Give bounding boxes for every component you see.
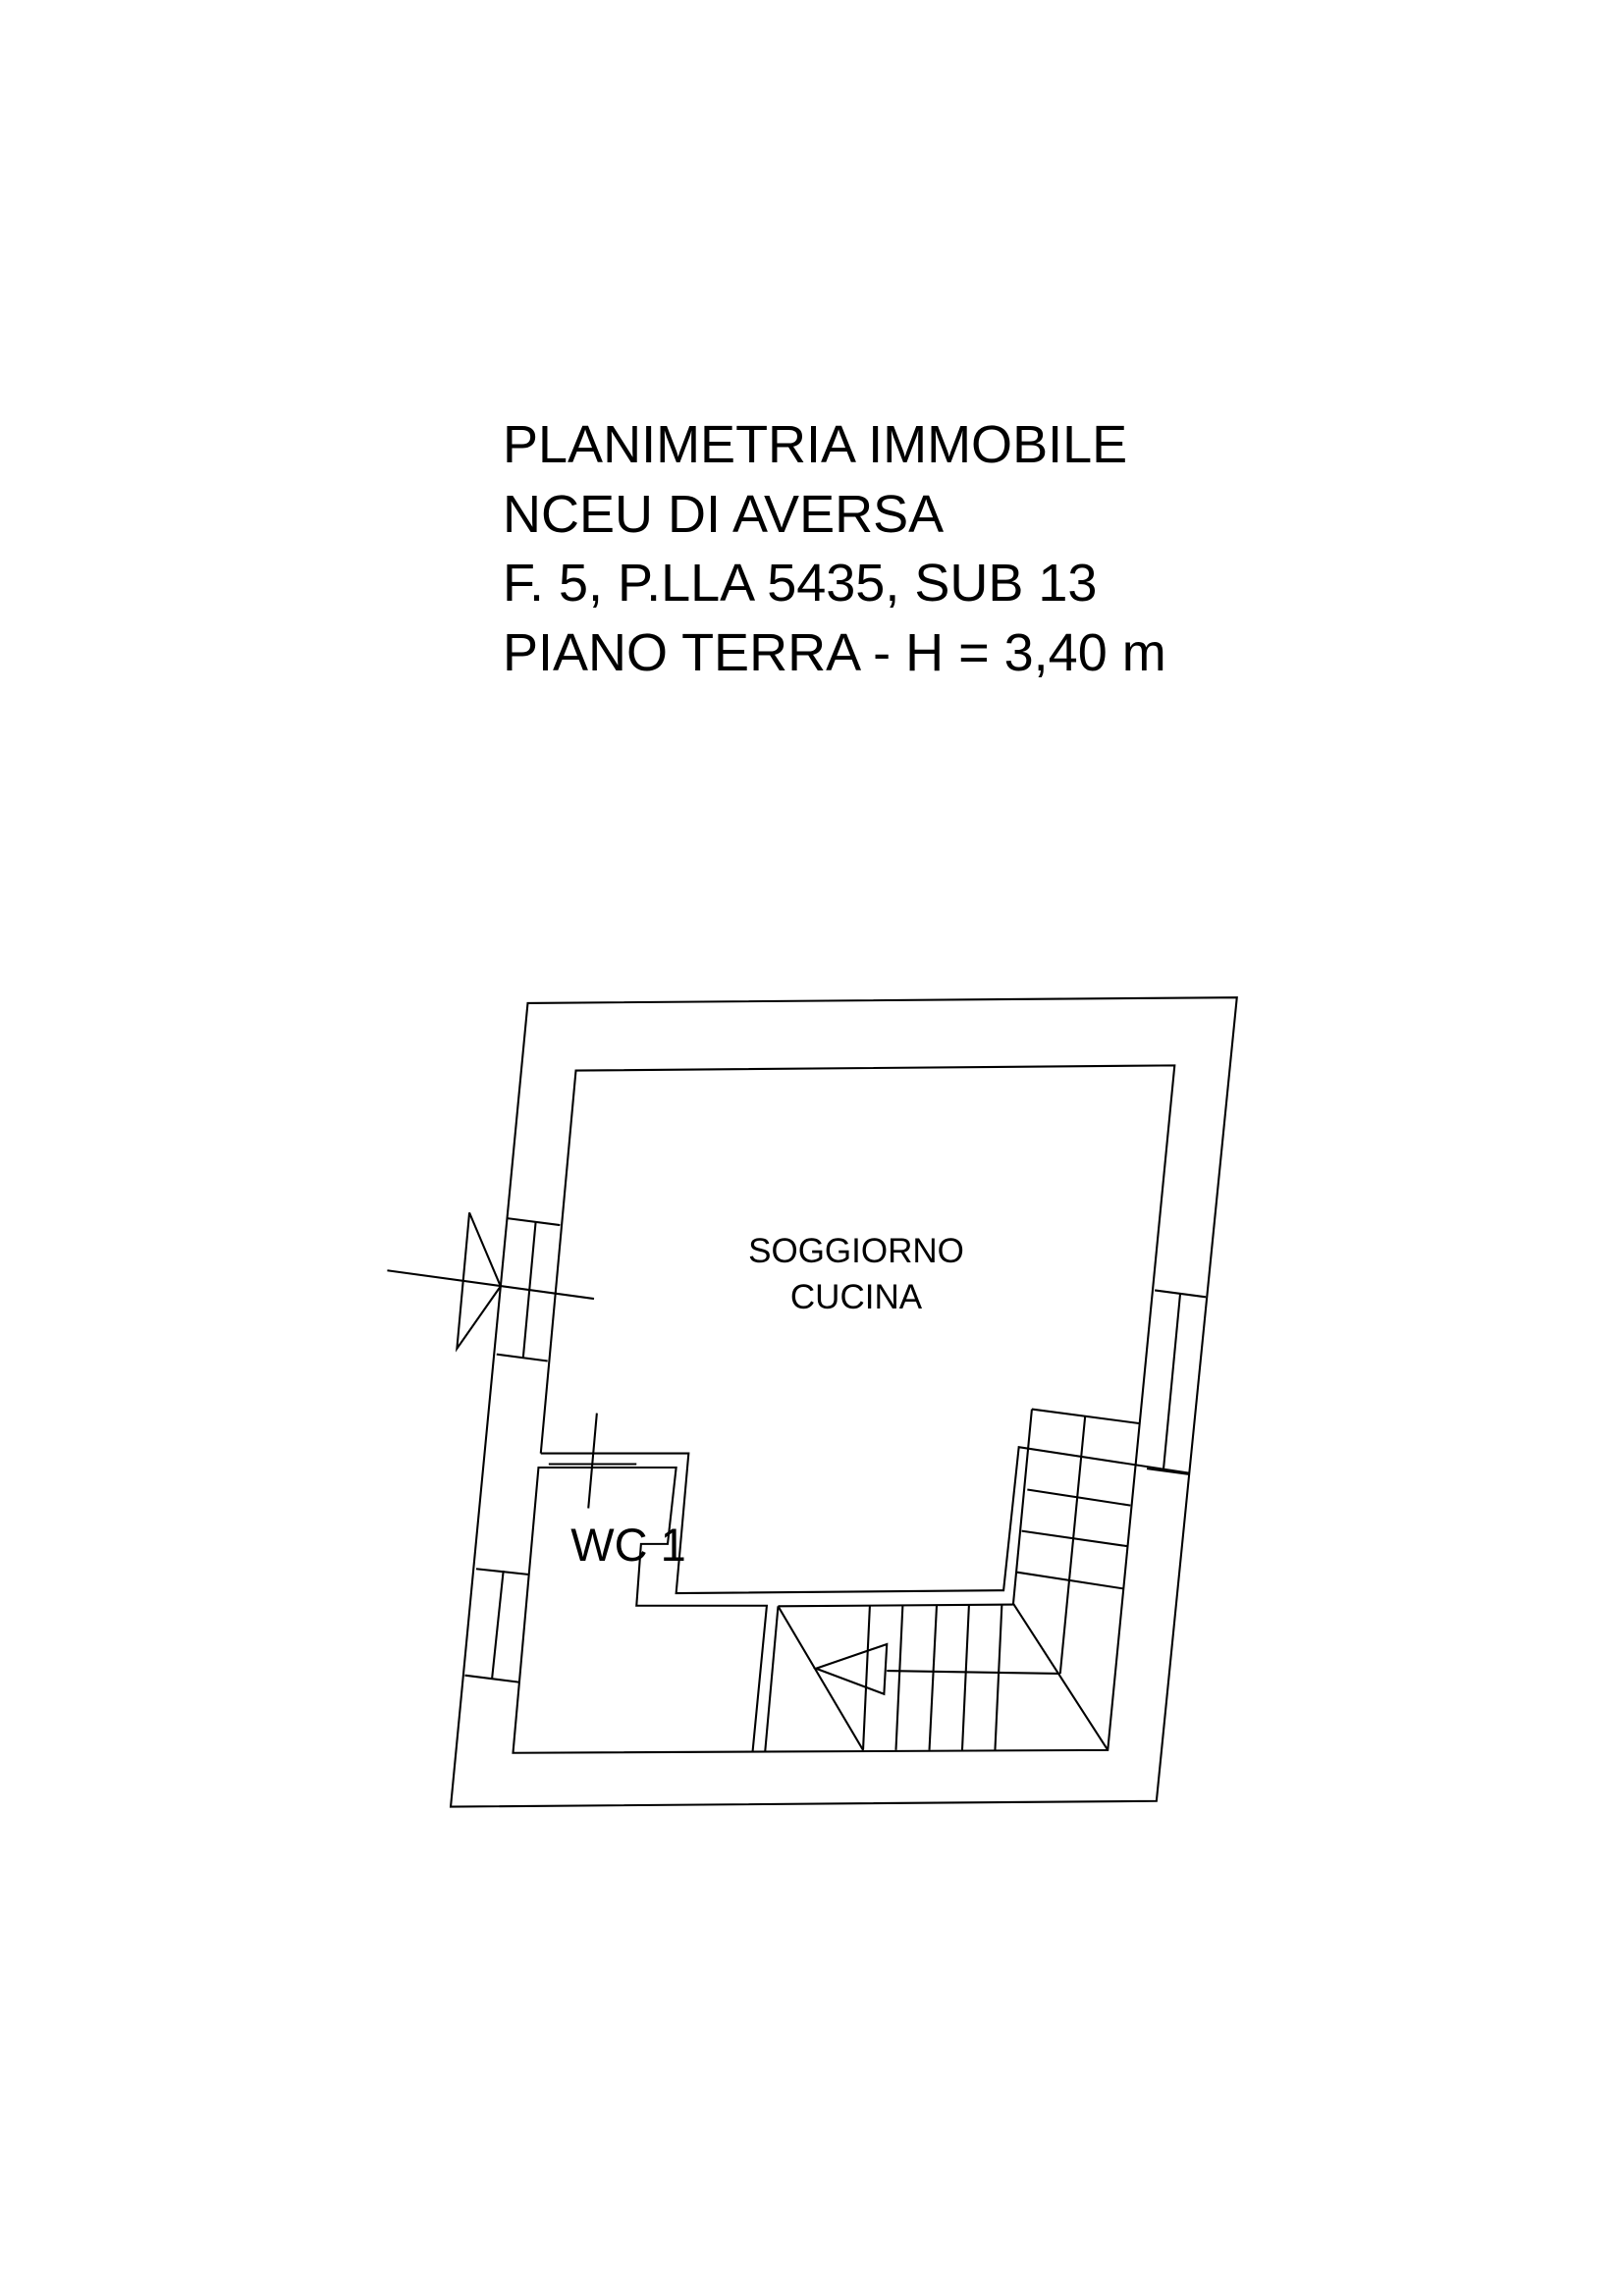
stair-direction-arrow-icon xyxy=(813,1642,889,1696)
wc-door-swing xyxy=(587,1413,598,1509)
inner-wall-main xyxy=(512,1064,1176,1754)
room-label-cucina: CUCINA xyxy=(790,1278,923,1316)
staircase xyxy=(764,1415,1131,1752)
inner-wall-living xyxy=(540,1446,1191,1595)
room-label-wc: WC 1 xyxy=(570,1519,686,1571)
stair-top-edge xyxy=(1031,1408,1140,1425)
title-line-4: PIANO TERRA - H = 3,40 m xyxy=(503,622,1166,682)
title-block: PLANIMETRIA IMMOBILE NCEU DI AVERSA F. 5… xyxy=(503,410,1166,687)
window-right xyxy=(1146,1289,1207,1475)
title-line-3: F. 5, P.LLA 5435, SUB 13 xyxy=(503,554,1098,613)
window-left-bottom xyxy=(464,1568,529,1683)
entrance-arrow-icon xyxy=(387,1211,595,1353)
room-label-soggiorno: SOGGIORNO xyxy=(748,1232,964,1270)
outer-wall xyxy=(449,996,1238,1808)
title-line-2: NCEU DI AVERSA xyxy=(503,484,945,544)
stair-left-edge xyxy=(1011,1409,1033,1605)
title-line-1: PLANIMETRIA IMMOBILE xyxy=(503,415,1128,474)
